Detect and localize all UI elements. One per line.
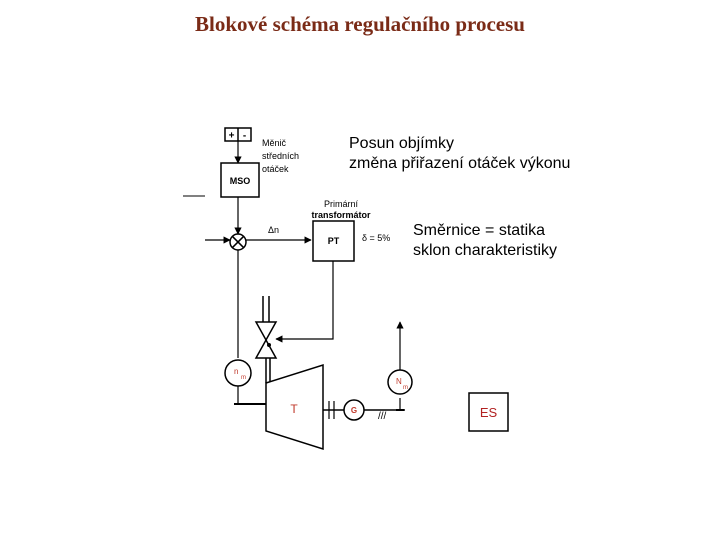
slope-line1: Směrnice = statika	[413, 222, 546, 239]
power-sensor-N: N	[396, 377, 402, 386]
mso-label: MSO	[230, 176, 251, 186]
speed-sensor-sub: m	[241, 375, 246, 381]
slider-shift-line2: změna přiřazení otáček výkonu	[349, 155, 571, 172]
converter-label-1: Měnič	[262, 138, 287, 148]
primary-label-2: transformátor	[311, 210, 371, 220]
power-sensor-sub: m	[403, 385, 408, 391]
page-title: Blokové schéma regulačního procesu	[195, 12, 525, 36]
slope-note: Směrnice = statika sklon charakteristiky	[413, 221, 557, 261]
three-phase-label: ///	[378, 411, 387, 422]
setpoint-adjust-box: + -	[224, 127, 252, 142]
delta-percent-label: δ = 5%	[362, 233, 390, 243]
converter-label-2: středních	[262, 151, 299, 161]
speed-sensor: n m	[224, 359, 252, 387]
speed-sensor-n: n	[234, 367, 238, 376]
plus-label: +	[229, 131, 235, 142]
es-label: ES	[480, 405, 498, 420]
mso-block	[220, 162, 260, 198]
pt-label: PT	[328, 236, 340, 246]
slider-shift-line1: Posun objímky	[349, 135, 454, 152]
primary-label-1: Primární	[324, 199, 359, 209]
power-sensor: N m	[387, 369, 413, 395]
minus-label: -	[243, 131, 246, 142]
summing-junction	[229, 233, 247, 251]
pt-block	[312, 220, 355, 262]
slider-shift-note: Posun objímky změna přiřazení otáček výk…	[349, 134, 570, 174]
es-block	[468, 392, 509, 432]
delta-n-label: Δn	[268, 225, 279, 235]
slope-line2: sklon charakteristiky	[413, 242, 558, 259]
turbine-block	[265, 363, 324, 451]
generator-label: G	[351, 406, 357, 415]
converter-label-3: otáček	[262, 164, 289, 174]
steam-valve	[254, 296, 278, 383]
turbine-label: T	[290, 402, 298, 416]
